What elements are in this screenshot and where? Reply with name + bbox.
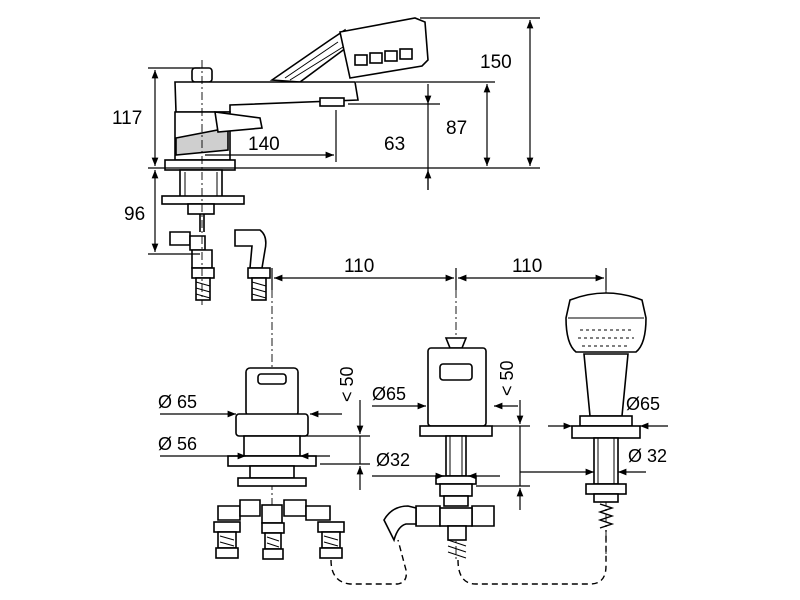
dim-max-50-right: < 50: [497, 360, 517, 396]
diverter-valve-front: [383, 337, 495, 559]
right-valve-dimensions: [520, 422, 668, 476]
dim-140: 140: [248, 134, 280, 155]
dim-110-right: 110: [512, 256, 542, 277]
dim-dia-56-left: Ø 56: [158, 434, 197, 454]
hose-connections: [330, 530, 607, 585]
dim-dia-32-right: Ø 32: [628, 446, 667, 466]
dim-117: 117: [112, 108, 142, 129]
mixer-valve-front: [213, 367, 345, 560]
hand-shower-head: [339, 17, 429, 79]
hand-shower-holder-front: [565, 292, 647, 529]
dim-110-left: 110: [344, 256, 374, 277]
dim-max-50-left: < 50: [337, 366, 357, 402]
top-dimensions: [148, 17, 540, 305]
dim-96: 96: [124, 204, 145, 225]
dim-dia-65-mid: Ø65: [372, 384, 406, 404]
dim-63: 63: [384, 134, 405, 155]
middle-valve-dimensions: [372, 400, 530, 510]
dim-87: 87: [446, 118, 467, 139]
hand-shower-handle: [269, 28, 351, 83]
dim-dia-65-right: Ø65: [626, 394, 660, 414]
left-valve-dimensions: [160, 400, 370, 490]
dim-dia-32-mid: Ø32: [376, 450, 410, 470]
spout-side-view: [161, 17, 429, 301]
dim-150: 150: [480, 52, 512, 73]
dim-dia-65-left: Ø 65: [158, 392, 197, 412]
